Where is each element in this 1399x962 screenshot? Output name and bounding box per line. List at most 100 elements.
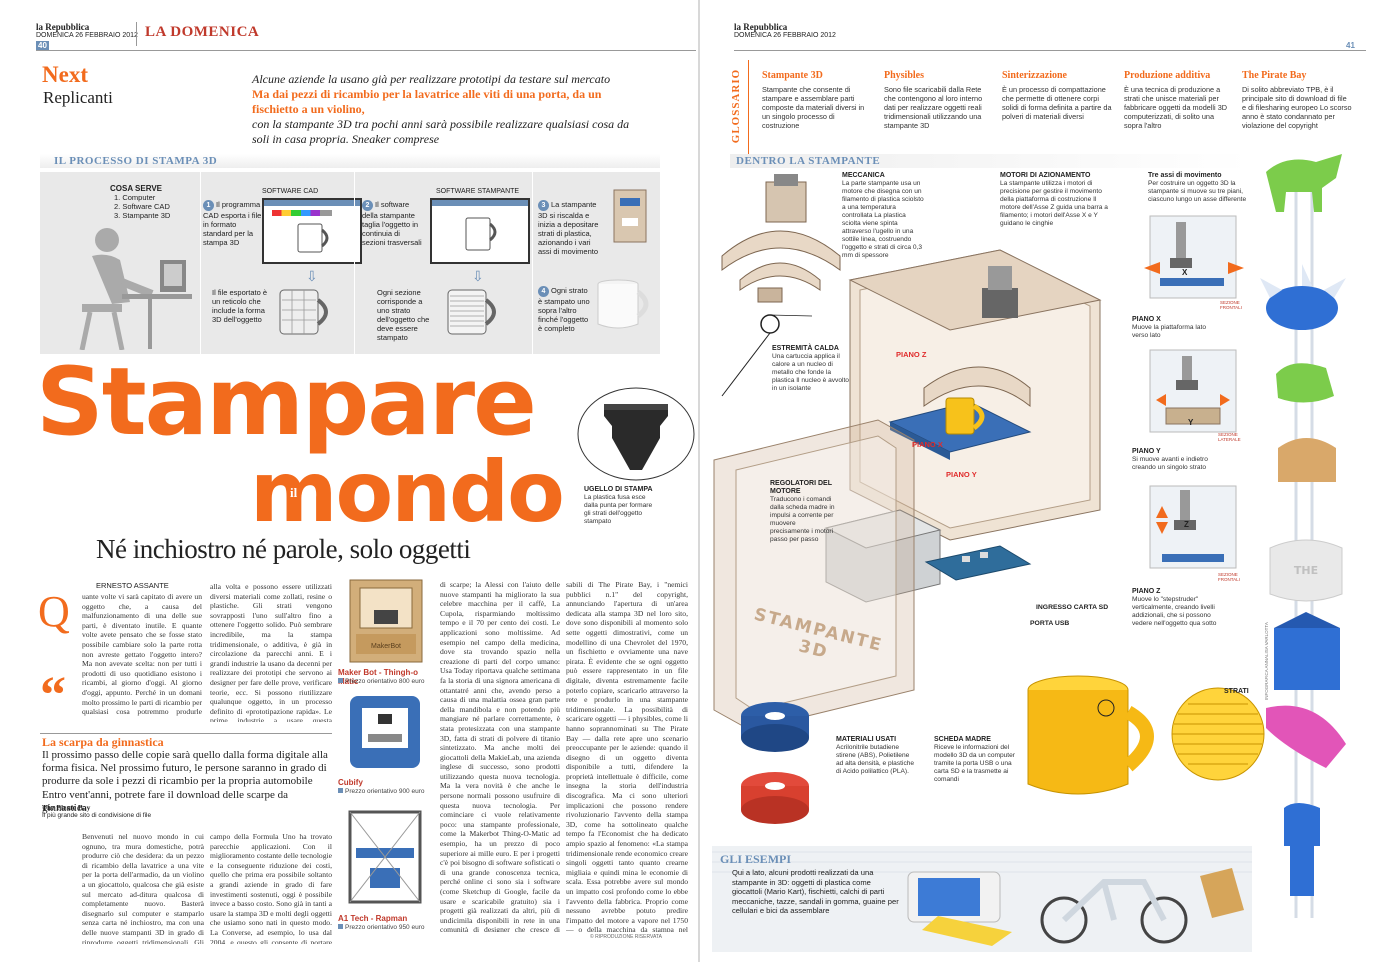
piano-z-title: PIANO Z	[1132, 588, 1161, 595]
date-left: DOMENICA 26 FEBBRAIO 2012	[36, 32, 138, 39]
glossary-item: Physibles Sono file scaricabili dalla Re…	[884, 70, 994, 130]
ugello-callout: UGELLO DI STAMPA La plastica fusa esce d…	[584, 486, 660, 526]
assi-text: Per costruire un oggetto 3D la stampante…	[1148, 180, 1247, 203]
step1b-text: Il file esportato è un reticolo che incl…	[212, 288, 268, 324]
step1-label: Il programma CAD esporta i file in forma…	[203, 200, 262, 247]
glossary-term: Stampante 3D	[762, 70, 823, 81]
cosa-serve-item: 2. Software CAD	[114, 202, 170, 211]
cosa-serve-item: 3. Stampante 3D	[114, 211, 171, 220]
deck-line3: con la stampante 3D tra pochi anni sarà …	[252, 117, 630, 146]
glossary-item: Produzione additiva È una tecnica di pro…	[1124, 70, 1234, 130]
glossary-divider	[748, 60, 749, 156]
nozzle-closeup-image	[577, 387, 695, 481]
body-low1: Benvenuti nel nuovo mondo in cui ognuno,…	[82, 832, 204, 944]
sliced-mug-icon	[447, 289, 496, 335]
title-il: il	[288, 485, 300, 501]
page-number-left: 40	[36, 41, 49, 50]
glossary-term: Physibles	[884, 70, 925, 81]
credit: INFOGRAFICA ANNALISA VARLOTTA	[1264, 622, 1269, 700]
sneaker-box: La scarpa da ginnastica Il prossimo pass…	[40, 733, 332, 823]
axis-y-diagram	[1149, 349, 1237, 433]
strati-label: STRATI	[1224, 688, 1249, 695]
glossary-def: Di solito abbreviato TPB, è il principal…	[1242, 85, 1352, 130]
piano-y-title: PIANO Y	[1132, 448, 1161, 455]
page-number-right: 41	[1346, 41, 1355, 50]
subtitle: Né inchiostro né parole, solo oggetti	[96, 534, 471, 564]
esempi-box: GLI ESEMPI Qui a lato, alcuni prodotti r…	[712, 846, 1252, 952]
estremita-title: ESTREMITÀ CALDA	[772, 345, 839, 352]
cad-window	[262, 198, 362, 264]
sneaker-title: La scarpa da ginnastica	[42, 735, 164, 749]
meccanica-callout: MECCANICA La parte stampante usa un moto…	[842, 172, 926, 260]
product-price-text: Prezzo orientativo 950 euro	[345, 924, 425, 931]
product-name: Cubify	[338, 778, 363, 787]
glossary-label: GLOSSARIO	[730, 68, 742, 144]
estremita-callout: ESTREMITÀ CALDA Una cartuccia applica il…	[772, 345, 854, 393]
product-price-text: Prezzo orientativo 800 euro	[345, 678, 425, 685]
piano-y-callout: PIANO Y Si muove avanti e indietro crean…	[1132, 448, 1224, 472]
process-title: IL PROCESSO DI STAMPA 3D	[54, 155, 218, 167]
piano-x-text: Muove la piattaforma lato verso lato	[1132, 324, 1207, 339]
process-title-band: IL PROCESSO DI STAMPA 3D	[40, 154, 660, 168]
regolatori-callout: REGOLATORI DEL MOTORE Traducono i comand…	[770, 480, 836, 544]
sneaker-source-sub: Il più grande sito di condivisione di fi…	[42, 812, 152, 819]
section-header: LA DOMENICA	[136, 22, 696, 46]
rapman-image	[348, 810, 422, 904]
arrow-down-icon: ⇩	[472, 268, 484, 284]
product-price: Prezzo orientativo 950 euro	[338, 924, 425, 931]
regolatori-text: Traducono i comandi dalla scheda madre i…	[770, 496, 835, 543]
scheda-text: Riceve le informazioni del modello 3D da…	[934, 744, 1016, 783]
product-price-text: Prezzo orientativo 900 euro	[345, 788, 425, 795]
divider	[200, 172, 201, 354]
product-price: Prezzo orientativo 800 euro	[338, 678, 425, 685]
quote-mark-icon: “	[40, 667, 66, 724]
label-piano-x: PIANO X	[912, 440, 943, 449]
cubify-image	[350, 696, 420, 768]
body-col1: uante volte vi sarà capitato di avere un…	[82, 592, 202, 718]
software-cad-label: SOFTWARE CAD	[262, 188, 319, 195]
header-rule	[734, 50, 1366, 51]
motori-callout: MOTORI DI AZIONAMENTO La stampante utili…	[1000, 172, 1112, 228]
left-page: la Repubblica DOMENICA 26 FEBBRAIO 2012 …	[0, 0, 699, 962]
step3-label: La stampante 3D si riscalda e inizia a d…	[538, 200, 599, 256]
cosa-serve-title: COSA SERVE	[110, 184, 163, 193]
printer-software-window	[430, 198, 530, 264]
glossary-def: È un processo di compattazione che perme…	[1002, 85, 1112, 121]
mesh-mug-icon	[279, 289, 328, 335]
mug-icon	[297, 223, 329, 253]
makerbot-image: MakerBot	[349, 579, 423, 663]
glossary-def: Stampante che consente di stampare e ass…	[762, 85, 865, 130]
product-name: Maker Bot - Thingh-o Matic	[338, 668, 418, 686]
printer-icon	[613, 189, 647, 243]
header-rule	[36, 50, 696, 51]
body-col3: di scarpe; la Alessi con l'aiuto delle n…	[440, 580, 560, 932]
drop-cap: Q	[38, 587, 70, 636]
title-line2: mondo	[250, 443, 565, 541]
inside-title-band: DENTRO LA STAMPANTE	[730, 154, 1250, 168]
arrow-down-icon: ⇩	[306, 268, 318, 284]
axis-x-letter: X	[1182, 268, 1188, 277]
deck-bold: Ma dai pezzi di ricambio per la lavatric…	[252, 87, 602, 116]
glossary-def: È una tecnica di produzione a strati che…	[1124, 85, 1228, 130]
glossary-term: Sinterizzazione	[1002, 70, 1067, 81]
regolatori-title: REGOLATORI DEL MOTORE	[770, 480, 832, 495]
label-piano-y: PIANO Y	[946, 470, 977, 479]
porta-usb-label: PORTA USB	[1030, 620, 1070, 627]
meccanica-text: La parte stampante usa un motore che dis…	[842, 180, 924, 259]
svg-text:THE: THE	[1294, 564, 1318, 577]
axis-z-diagram	[1149, 485, 1237, 569]
deck-line1: Alcune aziende la usano già per realizza…	[252, 72, 611, 86]
glossary-item: Sinterizzazione È un processo di compatt…	[1002, 70, 1112, 121]
meccanica-title: MECCANICA	[842, 172, 885, 179]
piano-z-text: Muove lo "stepstruder" verticalmente, cr…	[1132, 596, 1217, 627]
label-piano-z: PIANO Z	[896, 350, 927, 359]
ingresso-sd-label: INGRESSO CARTA SD	[1036, 604, 1109, 611]
blue-spool-image	[741, 702, 809, 752]
esempi-background	[712, 846, 1252, 952]
white-mug-icon	[597, 279, 649, 329]
ugello-text: La plastica fusa esce dalla punta per fo…	[584, 494, 653, 525]
esempi-title: GLI ESEMPI	[720, 852, 792, 866]
title-line1: Stampare	[36, 348, 537, 457]
